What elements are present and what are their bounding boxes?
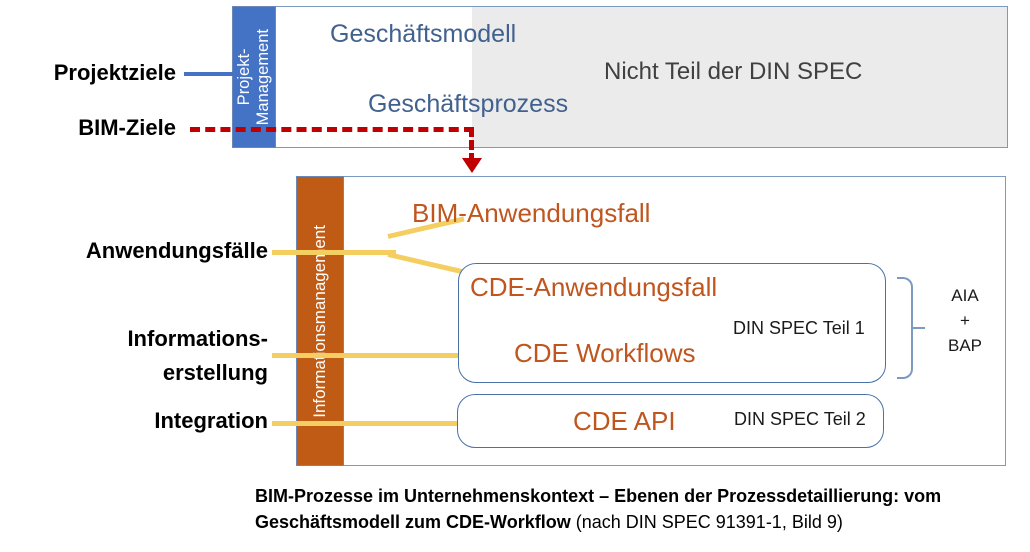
information-management-bar: Informationsmanagement [296, 176, 344, 466]
cde-use-case-label: CDE-Anwendungsfall [470, 272, 718, 302]
din-spec-part1-label: DIN SPEC Teil 1 [733, 318, 865, 338]
aia-bap-bracket-stem [911, 327, 925, 329]
side-label-bim-goals: BIM-Ziele [78, 115, 176, 140]
figure-caption-source: (nach DIN SPEC 91391-1, Bild 9) [575, 512, 843, 532]
connector-project-goals [184, 72, 236, 76]
out-of-scope-region [472, 6, 1008, 148]
figure-caption-bold: BIM-Prozesse im Unternehmenskontext – Eb… [255, 486, 942, 532]
connector-use-cases-stem [348, 250, 396, 255]
connector-information-creation [272, 353, 508, 358]
cde-workflows-label: CDE Workflows [514, 338, 696, 368]
project-management-bar: Projekt- Management [232, 6, 276, 148]
side-label-integration: Integration [154, 408, 268, 433]
cde-api-box [457, 394, 884, 448]
din-spec-part2-label: DIN SPEC Teil 2 [734, 409, 866, 429]
bim-use-case-label: BIM-Anwendungsfall [412, 198, 651, 228]
business-model-label: Geschäftsmodell [330, 20, 517, 48]
side-label-use-cases: Anwendungsfälle [85, 238, 268, 263]
project-management-bar-label: Projekt- Management [235, 28, 272, 126]
side-label-information-creation: Informations- erstellung [127, 326, 268, 385]
connector-use-cases-left [272, 250, 348, 255]
cde-api-label: CDE API [573, 406, 676, 436]
out-of-scope-label: Nicht Teil der DIN SPEC [604, 58, 863, 85]
connector-bim-goals-vertical [469, 127, 474, 163]
connector-bim-goals-arrowhead-icon [462, 158, 482, 173]
cde-use-case-box [458, 263, 886, 383]
aia-bap-label: AIA + BAP [947, 286, 983, 355]
connector-integration [272, 421, 553, 426]
business-process-label: Geschäftsprozess [368, 90, 569, 118]
connector-bim-goals-horizontal [190, 127, 474, 132]
figure-caption: BIM-Prozesse im Unternehmenskontext – Eb… [255, 483, 1015, 535]
side-label-project-goals: Projektziele [53, 60, 176, 85]
